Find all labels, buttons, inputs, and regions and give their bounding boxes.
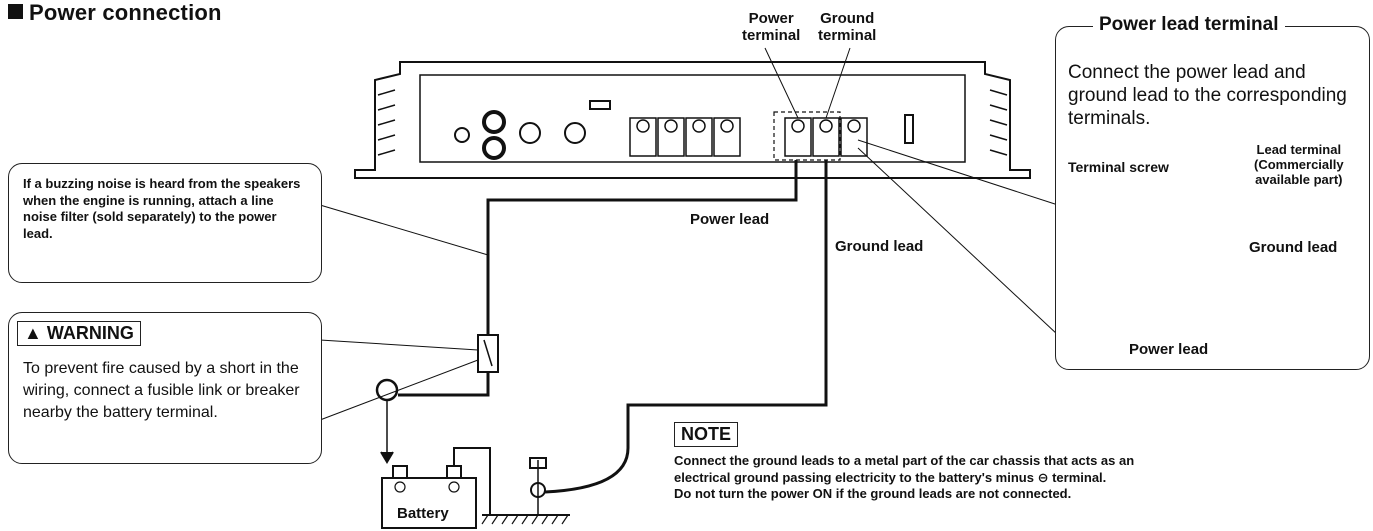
warning-icon: ▲ bbox=[24, 323, 42, 343]
note-line: Do not turn the power ON if the ground l… bbox=[674, 486, 1072, 501]
amplifier-unit bbox=[354, 61, 1031, 179]
power-lead-terminal-text: Connect the power lead and ground lead t… bbox=[1068, 62, 1347, 129]
note-line: Connect the ground leads to a metal part… bbox=[674, 453, 1135, 468]
note-heading: NOTE bbox=[674, 422, 739, 447]
detail-ground-lead-label: Ground lead bbox=[1249, 239, 1338, 256]
warning-text: To prevent fire caused by a short in the… bbox=[23, 360, 300, 421]
terminal-screw-label: Terminal screw bbox=[1068, 159, 1169, 175]
detail-power-lead-label: Power lead bbox=[1129, 341, 1209, 358]
ground-terminal-label: Ground terminal bbox=[818, 10, 877, 44]
power-lead-terminal-box: Connect the power lead and ground lead t… bbox=[1055, 26, 1370, 370]
note-text: Connect the ground leads to a metal part… bbox=[674, 453, 1134, 503]
fuse-holder bbox=[477, 334, 499, 373]
power-terminal-label: Power terminal bbox=[742, 10, 801, 44]
noise-filter-callout: If a buzzing noise is heard from the spe… bbox=[8, 163, 322, 283]
note-line: electrical ground passing electricity to… bbox=[674, 469, 1107, 485]
page-title: Power connection bbox=[8, 0, 222, 26]
note-section: NOTE Connect the ground leads to a metal… bbox=[674, 422, 1134, 503]
title-text: Power connection bbox=[29, 0, 222, 25]
warning-title: WARNING bbox=[46, 323, 134, 343]
title-bullet-icon bbox=[8, 4, 23, 19]
power-lead-terminal-title: Power lead terminal bbox=[1093, 14, 1285, 36]
battery-label: Battery bbox=[397, 505, 449, 522]
warning-heading: ▲ WARNING bbox=[17, 321, 141, 346]
power-lead-label: Power lead bbox=[690, 211, 770, 228]
noise-filter-text: If a buzzing noise is heard from the spe… bbox=[23, 176, 301, 241]
power-lead-terminal-title-text: Power lead terminal bbox=[1099, 14, 1279, 35]
warning-callout: ▲ WARNING To prevent fire caused by a sh… bbox=[8, 312, 322, 464]
battery bbox=[381, 447, 491, 529]
lead-terminal-label: Lead terminal (Commercially available pa… bbox=[1254, 142, 1344, 187]
ground-lead-label: Ground lead bbox=[835, 238, 924, 255]
